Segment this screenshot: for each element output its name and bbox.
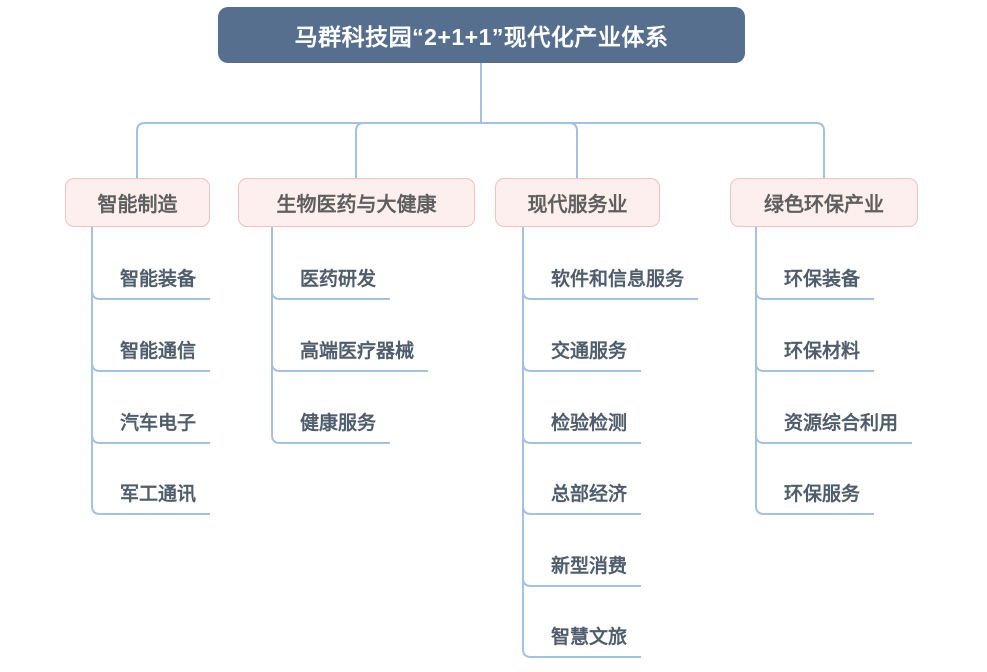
connector-path: [755, 290, 765, 300]
connector-path: [755, 362, 765, 372]
branch-node-intelligent-manufacturing[interactable]: 智能制造: [65, 178, 210, 227]
connector-path: [91, 434, 101, 444]
connector-path: [522, 290, 532, 300]
connector-path: [480, 122, 825, 179]
leaf-node[interactable]: 环保装备: [764, 267, 875, 300]
connector-path: [522, 577, 532, 587]
connector-path: [271, 226, 281, 444]
connector-path: [91, 290, 101, 300]
connector-path: [755, 434, 765, 444]
connector-path: [91, 226, 101, 515]
branch-node-modern-services[interactable]: 现代服务业: [495, 178, 660, 227]
leaf-node[interactable]: 智能装备: [100, 267, 211, 300]
leaf-node[interactable]: 汽车电子: [100, 411, 211, 444]
connector-path: [355, 122, 482, 179]
branch-node-green-environmental[interactable]: 绿色环保产业: [730, 178, 918, 227]
leaf-node[interactable]: 环保服务: [764, 482, 875, 515]
leaf-node[interactable]: 交通服务: [531, 339, 642, 372]
leaf-node[interactable]: 环保材料: [764, 339, 875, 372]
branch-node-biomedicine-health[interactable]: 生物医药与大健康: [238, 178, 475, 227]
leaf-node[interactable]: 医药研发: [280, 267, 391, 300]
leaf-node[interactable]: 资源综合利用: [764, 411, 913, 444]
connector-path: [91, 362, 101, 372]
connector-path: [271, 290, 281, 300]
leaf-node[interactable]: 军工通讯: [100, 482, 211, 515]
connector-path: [522, 505, 532, 515]
connector-path: [136, 122, 482, 179]
leaf-node[interactable]: 智能通信: [100, 339, 211, 372]
leaf-node[interactable]: 检验检测: [531, 411, 642, 444]
leaf-node[interactable]: 软件和信息服务: [531, 267, 699, 300]
leaf-node[interactable]: 智慧文旅: [531, 625, 642, 658]
connector-path: [522, 226, 532, 658]
leaf-node[interactable]: 高端医疗器械: [280, 339, 429, 372]
connector-path: [522, 434, 532, 444]
leaf-node[interactable]: 总部经济: [531, 482, 642, 515]
connector-path: [271, 362, 281, 372]
leaf-node[interactable]: 新型消费: [531, 554, 642, 587]
root-node[interactable]: 马群科技园“2+1+1”现代化产业体系: [218, 7, 745, 63]
leaf-node[interactable]: 健康服务: [280, 411, 391, 444]
connector-path: [480, 122, 578, 179]
connector-path: [522, 362, 532, 372]
connector-path: [755, 226, 765, 515]
